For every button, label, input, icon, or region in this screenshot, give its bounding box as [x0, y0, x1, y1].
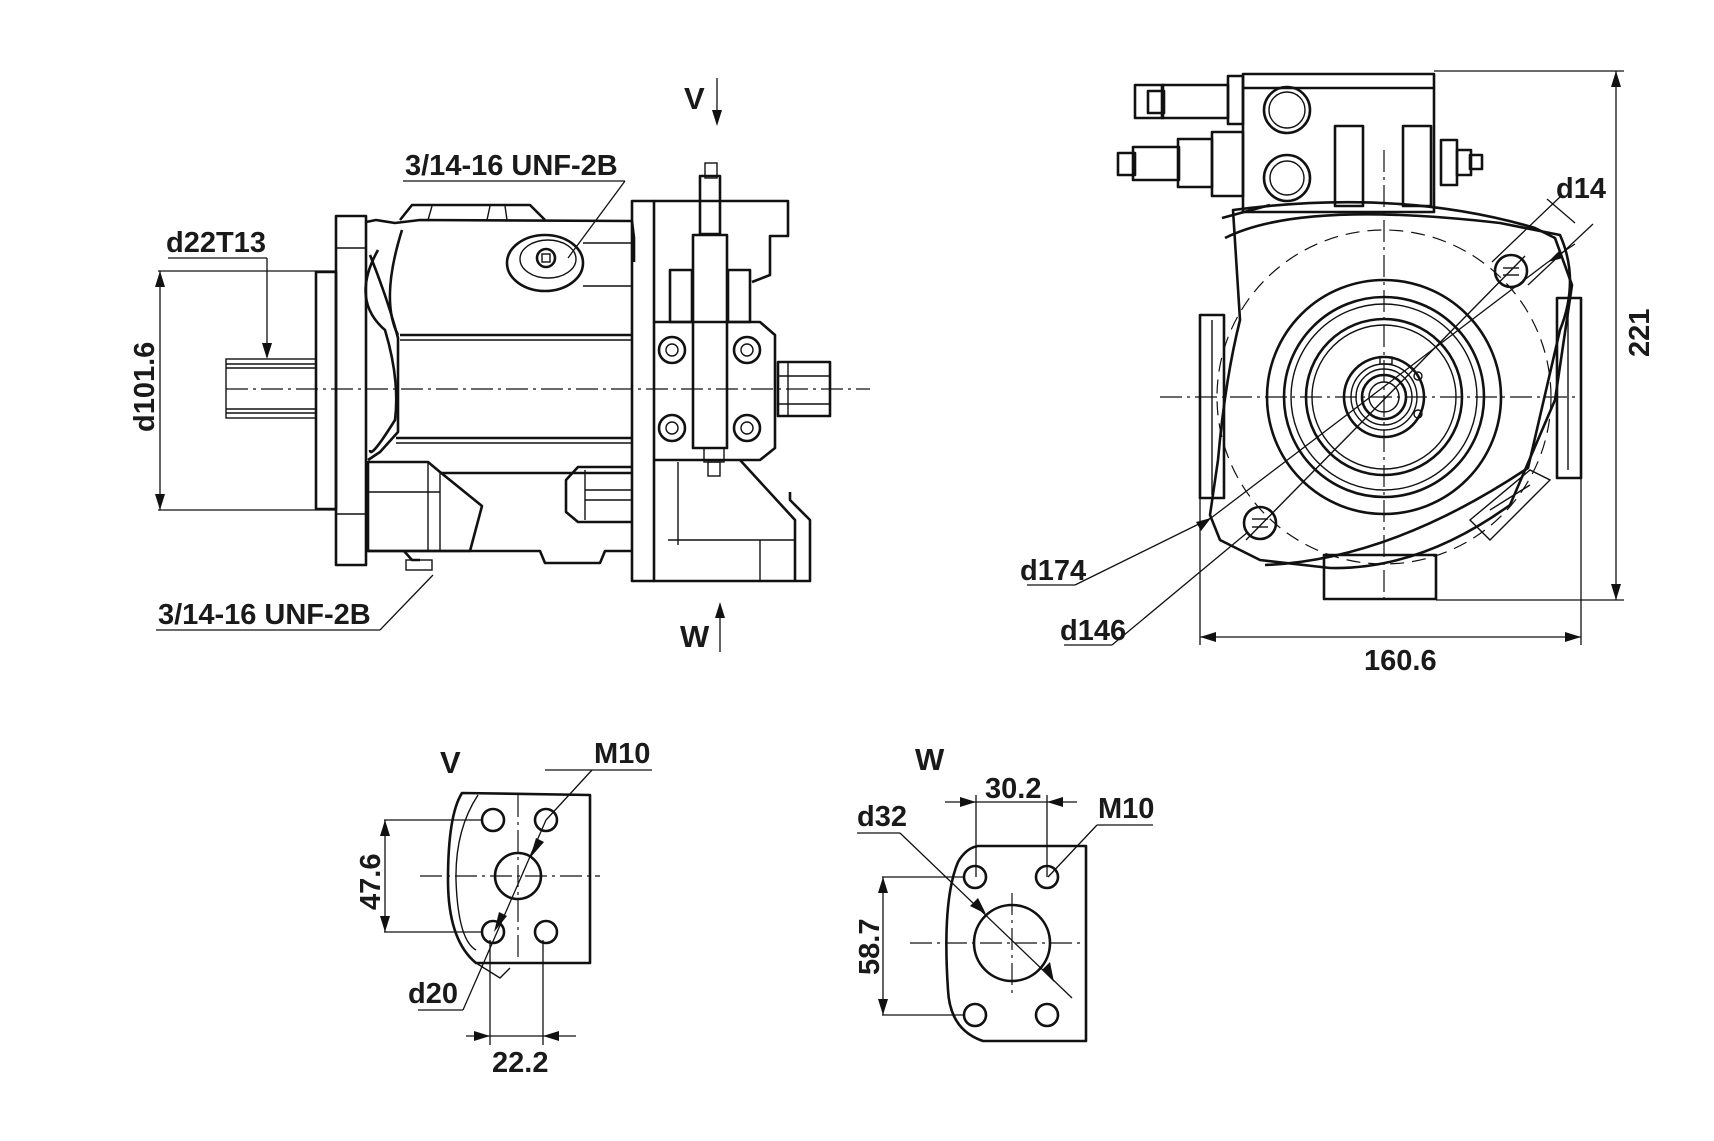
bolt-diagonal [1245, 255, 1526, 541]
port-bottom-callout: 3/14-16 UNF-2B [156, 574, 434, 631]
detail-w-vertical-spacing-label: 58.7 [854, 919, 886, 975]
bolt-hole-dimension: d14 [1491, 173, 1606, 286]
port-bottom-label: 3/14-16 UNF-2B [158, 599, 371, 631]
view-marker-w: W [680, 619, 710, 654]
detail-w: W d32 30.2 M10 58.7 [854, 742, 1154, 1043]
drive-shaft [225, 270, 338, 511]
port-top-callout: 3/14-16 UNF-2B [403, 150, 626, 259]
front-view: d14 d174 d146 221 [1020, 70, 1656, 677]
detail-v-thread-label: M10 [594, 738, 650, 770]
control-valve-block [1116, 72, 1484, 214]
shaft-label: d22T13 [166, 227, 266, 259]
width-dimension: 160.6 [1199, 478, 1582, 677]
width-label: 160.6 [1364, 645, 1437, 677]
pilot-diameter-label: d101.6 [129, 342, 161, 432]
detail-w-port-diameter-label: d32 [857, 801, 907, 833]
detail-v-horizontal-spacing-label: 22.2 [492, 1047, 548, 1079]
height-dimension: 221 [1434, 70, 1656, 601]
side-view: V W 3/14-16 UNF-2B 3/14-16 UNF-2B d22T13 [129, 78, 870, 654]
pilot-diameter-dimension: d101.6 [129, 270, 336, 511]
bolt-circle-label: d174 [1020, 555, 1086, 587]
height-label: 221 [1624, 309, 1656, 357]
port-top-label: 3/14-16 UNF-2B [405, 150, 618, 182]
pump-housing [364, 203, 636, 571]
detail-v-port-diameter-label: d20 [408, 978, 458, 1010]
mounting-flange [334, 214, 368, 567]
detail-v-title: V [440, 745, 461, 780]
detail-w-horizontal-spacing-label: 30.2 [985, 773, 1041, 805]
end-cover [630, 162, 832, 583]
inner-circle-label: d146 [1060, 615, 1126, 647]
detail-v-vertical-spacing-label: 47.6 [355, 854, 387, 910]
front-housing [1198, 200, 1583, 601]
shaft-callout: d22T13 [166, 227, 272, 359]
view-arrow-w: W [680, 602, 725, 654]
bolt-hole-label: d14 [1556, 173, 1606, 205]
inner-circle-dimension: d146 [1060, 531, 1249, 647]
view-marker-v: V [684, 81, 705, 116]
detail-w-thread-label: M10 [1098, 793, 1154, 825]
view-arrow-v: V [684, 78, 722, 126]
bolt-holes [1242, 253, 1529, 541]
detail-v: V M10 d20 47.6 22.2 [355, 738, 652, 1079]
bolt-circle-dimension: d174 [1020, 243, 1576, 587]
detail-w-title: W [915, 742, 945, 777]
